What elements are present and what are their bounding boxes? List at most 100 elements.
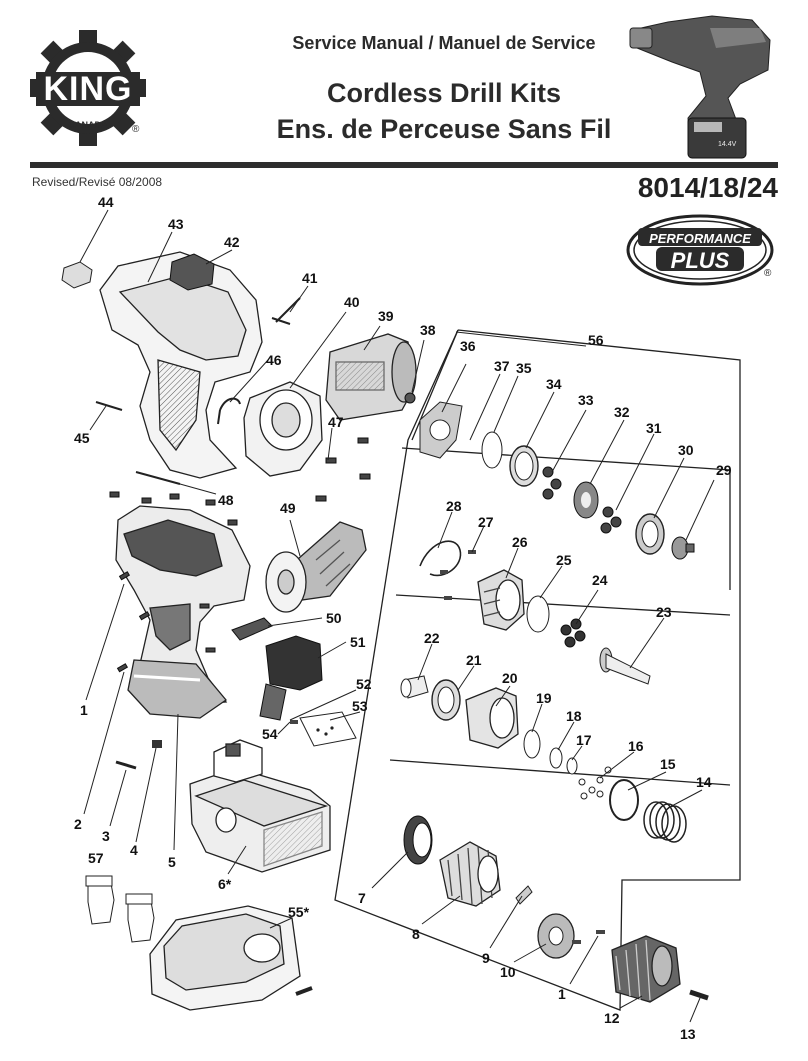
- part-53-plate: [299, 711, 357, 747]
- callout-56: 56: [588, 332, 604, 348]
- callout-57: 57: [88, 850, 104, 866]
- callout-54: 54: [262, 726, 278, 742]
- callout-18: 18: [566, 708, 582, 724]
- king-logo: KING CANADA ®: [30, 30, 146, 146]
- part-10-plate: [537, 913, 575, 959]
- part-34-ring: [509, 445, 539, 487]
- part-17-clip: [566, 757, 578, 775]
- callout-51: 51: [350, 634, 366, 650]
- part-8-collar: [439, 841, 501, 907]
- callout-47: 47: [328, 414, 344, 430]
- gearbox-group-outline: [334, 329, 741, 1011]
- callout-34: 34: [546, 376, 562, 392]
- callout-15: 15: [660, 756, 676, 772]
- callout-49: 49: [280, 500, 296, 516]
- part-50-plate: [231, 617, 273, 641]
- part-44-clip: [61, 261, 93, 289]
- callout-24: 24: [592, 572, 608, 588]
- callout-10: 10: [500, 964, 516, 980]
- drill-photo: 14.4V: [629, 15, 771, 159]
- part-35-washer: [481, 431, 503, 469]
- part-40-gear-housing: [243, 381, 323, 477]
- model-number: 8014/18/24: [637, 172, 778, 203]
- part-42-switch: [169, 253, 215, 291]
- callout-43: 43: [168, 216, 184, 232]
- part-31-planet-gears: [600, 506, 622, 534]
- battery-label: 14.4V: [718, 141, 737, 148]
- callout-3: 3: [102, 828, 110, 844]
- callout-41: 41: [302, 270, 318, 286]
- callout-8: 8: [412, 926, 420, 942]
- performance-plus-badge: PERFORMANCE PLUS ®: [626, 214, 774, 286]
- part-36-plate: [419, 401, 463, 459]
- product-title-en: Cordless Drill Kits: [326, 78, 562, 108]
- callout-50: 50: [326, 610, 342, 626]
- callout-14: 14: [696, 774, 712, 790]
- part-33-planet-gears: [542, 466, 562, 500]
- callout-13: 13: [680, 1026, 696, 1042]
- callout-35: 35: [516, 360, 532, 376]
- revision-date: Revised/Revisé 08/2008: [32, 175, 163, 189]
- part-46-clip: [217, 397, 241, 425]
- part-21-ring: [431, 679, 461, 721]
- part-6-battery: [189, 739, 331, 873]
- product-title-fr: Ens. de Perceuse Sans Fil: [276, 114, 612, 144]
- callout-6: 6*: [218, 876, 232, 892]
- badge-registered: ®: [764, 268, 772, 279]
- body-screws: [116, 571, 216, 673]
- callout-1-chuck: 1: [558, 986, 566, 1002]
- brand-registered: ®: [132, 124, 140, 135]
- leader-lines: [79, 209, 715, 1023]
- callout-48: 48: [218, 492, 234, 508]
- callout-38: 38: [420, 322, 436, 338]
- callout-53: 53: [352, 698, 368, 714]
- callout-19: 19: [536, 690, 552, 706]
- callout-32: 32: [614, 404, 630, 420]
- callout-9: 9: [482, 950, 490, 966]
- callout-44: 44: [98, 194, 114, 210]
- callout-12: 12: [604, 1010, 620, 1026]
- callout-37: 37: [494, 358, 510, 374]
- callout-42: 42: [224, 234, 240, 250]
- part-7-ring: [403, 815, 433, 865]
- callout-22: 22: [424, 630, 440, 646]
- part-55-charger: [149, 905, 313, 1011]
- callout-1-drill: 1: [80, 702, 88, 718]
- part-18-washer: [549, 747, 563, 769]
- part-19-washer: [523, 729, 541, 759]
- callout-26: 26: [512, 534, 528, 550]
- part-22-bushing: [400, 675, 429, 699]
- part-38-pinion: [404, 392, 416, 404]
- badge-line1: PERFORMANCE: [649, 231, 751, 246]
- callout-4: 4: [130, 842, 138, 858]
- part-30-ring: [635, 513, 665, 555]
- part-51-switch: [259, 635, 323, 721]
- part-14-spring: [643, 801, 687, 843]
- callout-39: 39: [378, 308, 394, 324]
- callout-23: 23: [656, 604, 672, 620]
- part-24-gears: [560, 618, 586, 648]
- callout-28: 28: [446, 498, 462, 514]
- callout-36: 36: [460, 338, 476, 354]
- header-rule: [30, 162, 778, 168]
- badge-line2: PLUS: [671, 248, 730, 273]
- callout-55: 55*: [288, 904, 310, 920]
- callout-2: 2: [74, 816, 82, 832]
- part-16-balls: [578, 766, 612, 800]
- part-41-pin: [271, 297, 301, 325]
- part-45-bit: [95, 401, 123, 411]
- callout-20: 20: [502, 670, 518, 686]
- brand-sub: CANADA: [69, 120, 108, 130]
- callout-7: 7: [358, 890, 366, 906]
- part-4-clip: [152, 740, 162, 748]
- callout-16: 16: [628, 738, 644, 754]
- drill-body: [115, 505, 251, 719]
- callout-33: 33: [578, 392, 594, 408]
- part-25-washer: [526, 595, 550, 633]
- callout-5: 5: [168, 854, 176, 870]
- callout-17: 17: [576, 732, 592, 748]
- part-12-chuck: [611, 935, 681, 1003]
- callout-29: 29: [716, 462, 732, 478]
- part-23-spindle: [599, 647, 651, 685]
